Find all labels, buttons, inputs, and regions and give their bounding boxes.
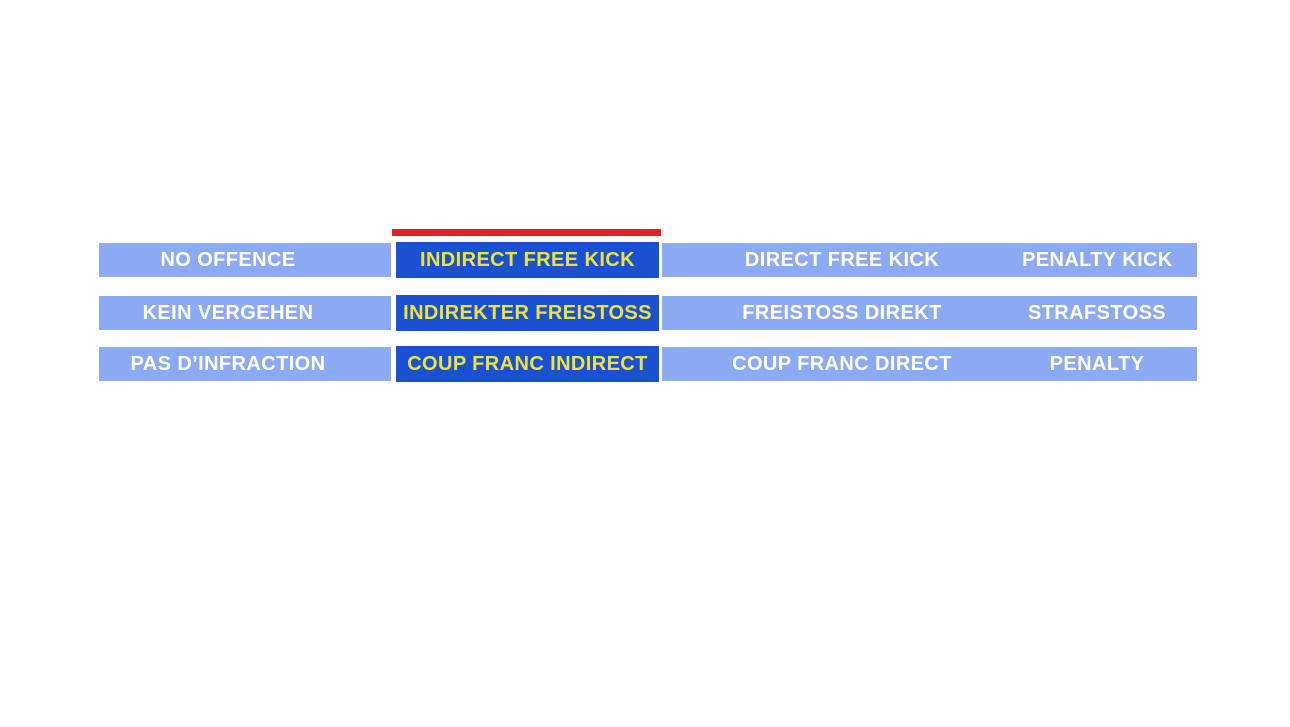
option-group-right-fr: COUP FRANC DIRECT PENALTY xyxy=(662,347,1197,381)
option-no-offence-en[interactable]: NO OFFENCE xyxy=(99,243,391,277)
option-direct-free-kick-de[interactable]: FREISTOSS DIREKT xyxy=(742,302,942,324)
option-direct-free-kick-fr[interactable]: COUP FRANC DIRECT xyxy=(732,353,952,375)
option-indirect-free-kick-fr-selected[interactable]: COUP FRANC INDIRECT xyxy=(396,346,659,382)
option-penalty-kick-de[interactable]: STRAFSTOSS xyxy=(1027,302,1167,324)
option-no-offence-de[interactable]: KEIN VERGEHEN xyxy=(99,296,391,330)
option-direct-free-kick-en[interactable]: DIRECT FREE KICK xyxy=(744,249,940,271)
correct-answer-indicator xyxy=(392,229,661,236)
option-no-offence-fr[interactable]: PAS D’INFRACTION xyxy=(99,347,391,381)
option-indirect-free-kick-en-selected[interactable]: INDIRECT FREE KICK xyxy=(396,242,659,278)
option-indirect-free-kick-de-selected[interactable]: INDIREKTER FREISTOSS xyxy=(396,295,659,331)
option-group-right-en: DIRECT FREE KICK PENALTY KICK xyxy=(662,243,1197,277)
option-penalty-kick-en[interactable]: PENALTY KICK xyxy=(1022,249,1173,271)
option-group-right-de: FREISTOSS DIREKT STRAFSTOSS xyxy=(662,296,1197,330)
option-penalty-kick-fr[interactable]: PENALTY xyxy=(1049,353,1145,375)
